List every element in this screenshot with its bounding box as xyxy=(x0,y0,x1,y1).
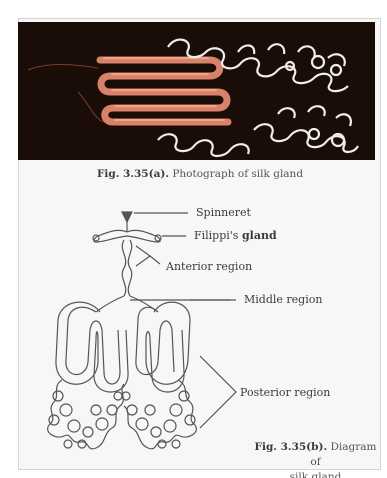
label-posterior-region: Posterior region xyxy=(240,386,330,399)
figure-a-number: Fig. 3.35(a). xyxy=(97,168,169,180)
figure-a-caption: Fig. 3.35(a). Photograph of silk gland xyxy=(70,168,330,180)
figure-b-caption-line2: silk gland xyxy=(248,470,383,478)
figure-b-number: Fig. 3.35(b). xyxy=(255,441,328,453)
label-filippis-gland-prefix: Filippi's xyxy=(194,229,238,242)
label-middle-region: Middle region xyxy=(244,293,322,306)
label-filippis-gland: Filippi's gland xyxy=(194,229,277,242)
figure-a-caption-text: Photograph of silk gland xyxy=(172,168,303,180)
label-anterior-region: Anterior region xyxy=(166,260,252,273)
label-spinneret: Spinneret xyxy=(196,206,251,219)
label-filippis-gland-bold: gland xyxy=(242,229,277,242)
silk-gland-photograph xyxy=(18,22,375,160)
figure-b-caption: Fig. 3.35(b). Diagram of silk gland xyxy=(248,440,383,478)
